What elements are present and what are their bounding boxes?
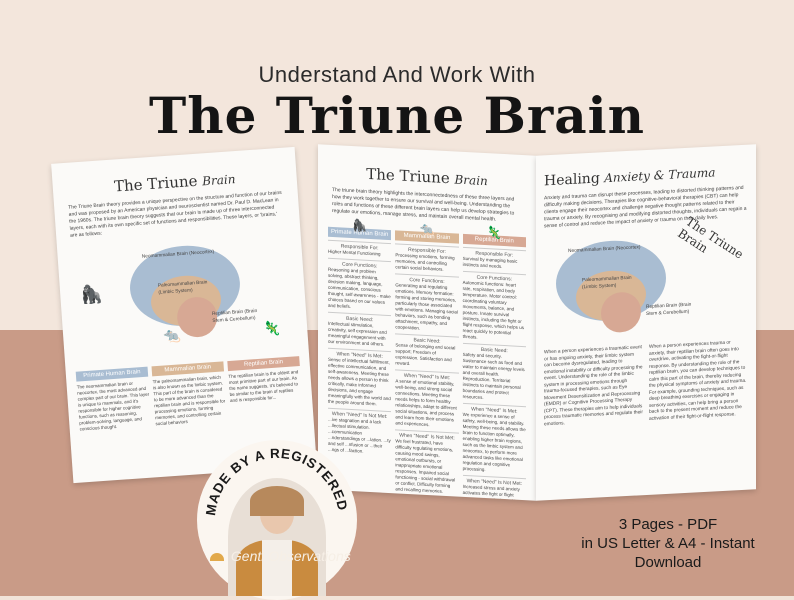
rat-icon: 🐀: [162, 326, 182, 344]
page-three-left-text: When a person experiences a traumatic ev…: [544, 345, 643, 427]
badge-text-ring: MADE BY A REGISTERED COUNSELLOR: [197, 440, 351, 517]
p2-col1-basic-text: Intellectual stimulation, creativity, se…: [328, 320, 387, 347]
page-three-right-text: When a person experiences trauma or anxi…: [649, 340, 747, 422]
side-title: The Triune Brain: [675, 214, 746, 262]
brand-logo: Gentl Observations: [210, 548, 351, 564]
p2-col2-resp-text: Processing emotions, forming memories, a…: [395, 252, 455, 272]
col-reptilian-text: The reptilian brain is the oldest and mo…: [228, 369, 299, 403]
p2-col2-notmet-text: We feel frustrated, have difficulty regu…: [395, 438, 456, 494]
hair-shape: [250, 486, 304, 516]
info-line-2: in US Letter & A4 - Instant: [581, 535, 755, 552]
p2-col3-core-text: Autonomic functions: heart rate, respira…: [462, 279, 524, 340]
page-three-brain-diagram: Neomammalian Brain (Neocortex) Paleomamm…: [536, 214, 756, 347]
product-info: 3 Pages - PDF in US Letter & A4 - Instan…: [548, 515, 788, 572]
col-primate-text: The neomammalian brain or neocortex, the…: [76, 380, 150, 432]
page-two-col-reptilian: 🦎 Reptilian Brain Responsible For: Survi…: [462, 225, 526, 501]
info-line-1: 3 Pages - PDF: [618, 516, 718, 533]
lizard-icon: 🦎: [262, 319, 282, 337]
page-two-col-mammalian: 🐀 Mammalian Brain Responsible For: Proce…: [395, 222, 459, 500]
info-line-3: Download: [634, 554, 702, 571]
p2-col3-resp-text: Survival by managing basic instincts and…: [462, 255, 518, 269]
p2-col2-head: Mammalian Brain: [395, 230, 459, 244]
label-reptilian: Reptilian Brain (Brain Stem & Cerebellum…: [646, 302, 692, 317]
page-one: The Triune Brain The Triune Brain theory…: [51, 146, 317, 484]
p2-col3-met-text: We experience a sense of safety, well-be…: [462, 411, 526, 473]
svg-text:MADE BY A REGISTERED COUNSELLO: MADE BY A REGISTERED COUNSELLOR: [197, 440, 351, 517]
p2-col2-basic-text: Sense of belonging and social support; F…: [395, 342, 456, 367]
header-subtitle: Understand And Work With: [258, 62, 536, 87]
page-one-brain-diagram: Neomammalian Brain (Neocortex) Paleomamm…: [57, 230, 309, 367]
p2-col1-met-text: Sense of intellectual fulfillment, effec…: [328, 356, 391, 407]
p2-col1-head: Primate Human Brain: [328, 226, 392, 241]
col-mammalian-text: The paleomammalian brain, which is also …: [152, 374, 226, 427]
header-title: The Triune Brain: [149, 86, 645, 145]
badge-text: MADE BY A REGISTERED COUNSELLOR: [197, 440, 350, 517]
page-one-col-reptilian: Reptilian Brain The reptilian brain is t…: [227, 356, 303, 422]
shirt-shape: [262, 540, 292, 596]
p2-col3-head: Reptilian Brain: [462, 233, 526, 248]
logo-text: Gentl Observations: [230, 548, 351, 564]
page-three-intro: Anxiety and trauma can disrupt these pro…: [544, 184, 747, 230]
label-reptilian: Reptilian Brain (Brain Stem & Cerebellum…: [211, 308, 258, 324]
page-one-col-mammalian: Mammalian Brain The paleomammalian brain…: [151, 361, 228, 427]
page-one-col-primate: Primate Human Brain The neomammalian bra…: [75, 366, 152, 433]
brainstem-shape: [601, 291, 641, 334]
p2-col1-core-text: Reasoning and problem solving, abstract …: [328, 266, 391, 310]
counsellor-photo: [228, 478, 326, 596]
sun-icon: [210, 553, 224, 562]
p2-col2-met-text: A sense of emotional stability, well-bei…: [395, 378, 457, 428]
gorilla-icon: 🦍: [79, 283, 104, 306]
page-three: Healing Anxiety & Trauma Anxiety and tra…: [536, 144, 756, 501]
p2-col2-core-text: Generating and regulating emotions. Memo…: [395, 282, 458, 331]
p2-col3-basic-text: Safety and security. Sustenance such as …: [462, 351, 525, 400]
